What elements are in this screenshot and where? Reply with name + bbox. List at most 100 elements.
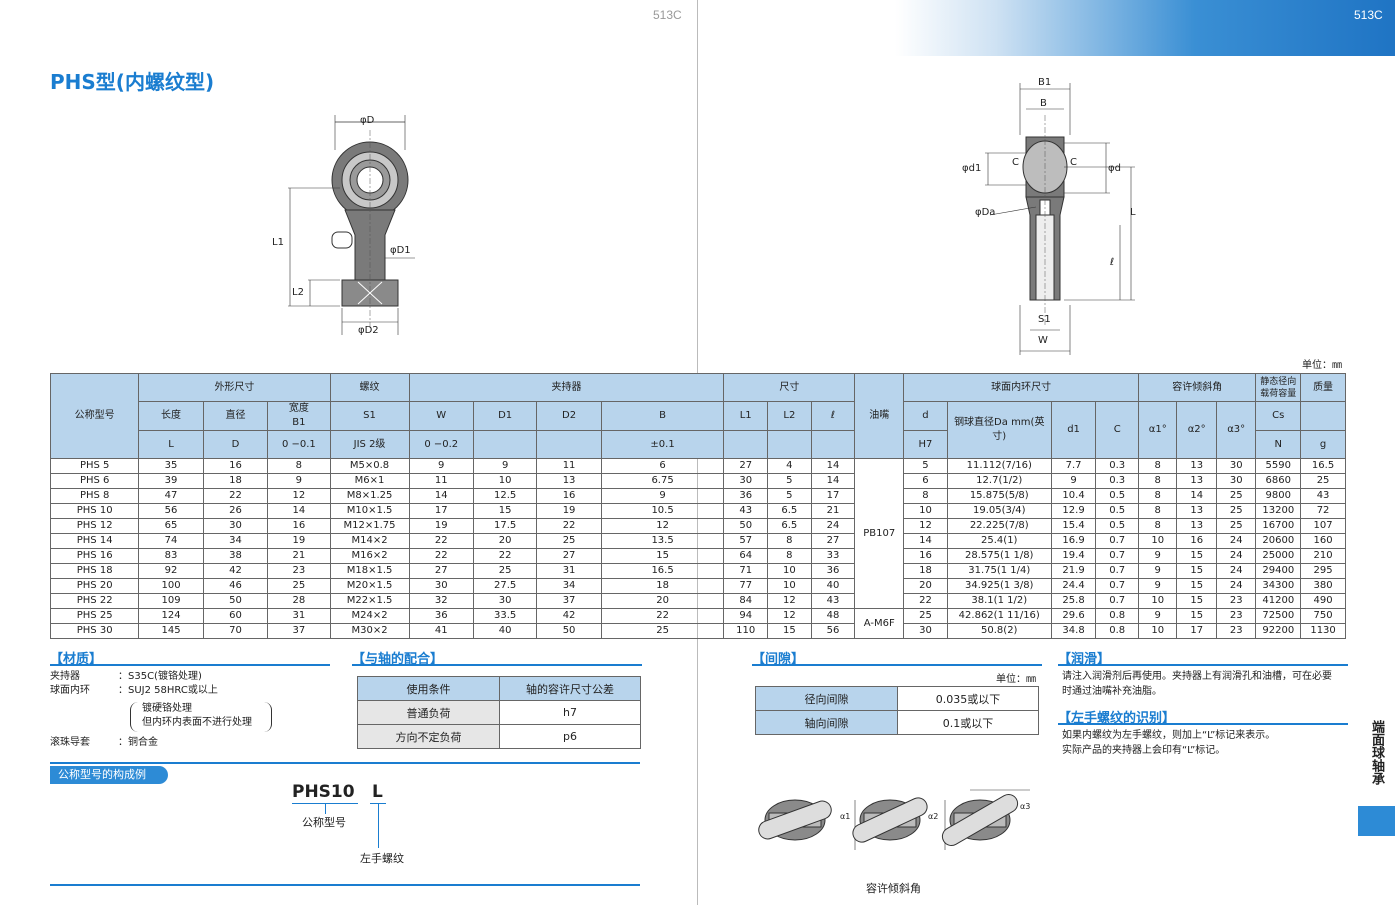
spec-cell: 12.5 [472, 488, 538, 504]
fit-row1-tol: h7 [499, 700, 641, 725]
spec-cell: 8 [767, 533, 812, 549]
spec-cell: 8 [267, 458, 331, 474]
spec-cell: 57 [723, 533, 769, 549]
spec-cell: PHS 14 [49, 533, 140, 549]
spec-cell: 0.5 [1095, 518, 1140, 534]
spec-cell: 24 [810, 518, 856, 534]
example-line-bottom [50, 884, 640, 886]
spec-cell: 25 [1215, 518, 1257, 534]
spec-cell: 13 [1176, 458, 1217, 474]
spec-cell: 41 [408, 623, 474, 639]
spec-cell: 15 [1176, 563, 1217, 579]
spec-cell: 34 [202, 533, 269, 549]
dim-D2: φD2 [358, 325, 379, 336]
spec-cell: 15.875(5/8) [946, 488, 1052, 504]
spec-cell: PHS 16 [49, 548, 140, 564]
spec-cell: 0.7 [1095, 578, 1140, 594]
spec-cell: 42 [202, 563, 269, 579]
spec-cell: 13.5 [600, 533, 725, 549]
fit-row2-condition: 方向不定负荷 [357, 724, 500, 749]
table-unit: 单位：㎜ [1302, 360, 1342, 371]
spec-cell: 10 [903, 503, 948, 519]
lube-title: 【润滑】 [1058, 652, 1111, 667]
dim-B1: B1 [1038, 77, 1052, 88]
spec-cell: 38.1(1 1/2) [946, 593, 1052, 609]
spec-cell: 25.4(1) [946, 533, 1052, 549]
spec-cell: PHS 30 [49, 623, 140, 639]
spec-cell: 10 [767, 578, 812, 594]
dim-L: L [1130, 207, 1136, 218]
spec-cell: 0.3 [1095, 473, 1140, 489]
clearance-axial-label: 轴向间隙 [755, 710, 898, 735]
spec-cell: PHS 12 [49, 518, 140, 534]
rod-end-front-drawing [288, 115, 415, 335]
spec-cell: 24 [1215, 563, 1257, 579]
spec-cell: PHS 5 [49, 458, 140, 474]
spec-cell: 31 [536, 563, 602, 579]
spec-cell: 6 [600, 458, 725, 474]
th-inner: 球面内环尺寸 [903, 373, 1140, 402]
example-tag: 公称型号的构成例 [50, 766, 168, 784]
spec-cell: 70 [202, 623, 269, 639]
spec-cell: 36 [723, 488, 769, 504]
th-blank-3 [723, 430, 769, 459]
spec-cell: 22.225(7/8) [946, 518, 1052, 534]
spec-cell: 34 [536, 578, 602, 594]
spec-cell: 6 [903, 473, 948, 489]
spec-cell: 4 [767, 458, 812, 474]
spec-cell: 27 [723, 458, 769, 474]
spec-cell: 12.9 [1050, 503, 1097, 519]
th-oil: 油嘴 [854, 373, 905, 459]
spec-cell: 100 [138, 578, 204, 594]
spec-cell: PHS 22 [49, 593, 140, 609]
spec-cell: 295 [1300, 563, 1346, 579]
material-val-2: ：SUJ2 58HRC或以上 [118, 685, 218, 696]
example-underline-2 [370, 803, 386, 804]
spec-cell: PHS 10 [49, 503, 140, 519]
spec-cell: PHS 20 [49, 578, 140, 594]
spec-cell: 11.112(7/16) [946, 458, 1052, 474]
spec-cell: 8 [1138, 458, 1178, 474]
spec-cell: 10.4 [1050, 488, 1097, 504]
clearance-line [752, 664, 1042, 666]
spec-cell: 9 [1138, 578, 1178, 594]
spec-cell: 0.8 [1095, 623, 1140, 639]
spec-cell: 50 [202, 593, 269, 609]
spec-cell: 14 [408, 488, 474, 504]
spec-cell: 6.5 [767, 503, 812, 519]
th-sub-L2: L2 [767, 401, 812, 431]
spec-cell: 9 [600, 488, 725, 504]
spec-cell: 41200 [1255, 593, 1302, 609]
spec-cell: 32 [408, 593, 474, 609]
example-label-model: 公称型号 [302, 816, 346, 829]
spec-cell: 6.75 [600, 473, 725, 489]
th-tol-d: H7 [903, 430, 948, 459]
spec-cell: 22 [408, 533, 474, 549]
spec-cell: 21 [267, 548, 331, 564]
th-unit-N: N [1255, 430, 1302, 459]
clearance-unit: 单位：㎜ [996, 674, 1036, 685]
spec-cell: 25 [1215, 503, 1257, 519]
spec-cell: 29400 [1255, 563, 1302, 579]
spec-cell: 12 [767, 608, 812, 624]
spec-cell: 22 [472, 548, 538, 564]
spec-cell: 0.3 [1095, 458, 1140, 474]
th-sub-C: C [1095, 401, 1140, 459]
spec-cell: 83 [138, 548, 204, 564]
spec-cell: 30 [1215, 473, 1257, 489]
spec-cell: PHS 6 [49, 473, 140, 489]
spec-cell: 92 [138, 563, 204, 579]
dim-D: φD [360, 115, 375, 126]
spec-cell: 160 [1300, 533, 1346, 549]
spec-cell: 5 [767, 488, 812, 504]
spec-cell: 24 [1215, 533, 1257, 549]
spec-cell: 21.9 [1050, 563, 1097, 579]
spec-cell: 39 [138, 473, 204, 489]
spec-cell: M14×2 [329, 533, 410, 549]
th-sub-width-label: 宽度 [288, 403, 309, 414]
spec-cell: 43 [810, 593, 856, 609]
